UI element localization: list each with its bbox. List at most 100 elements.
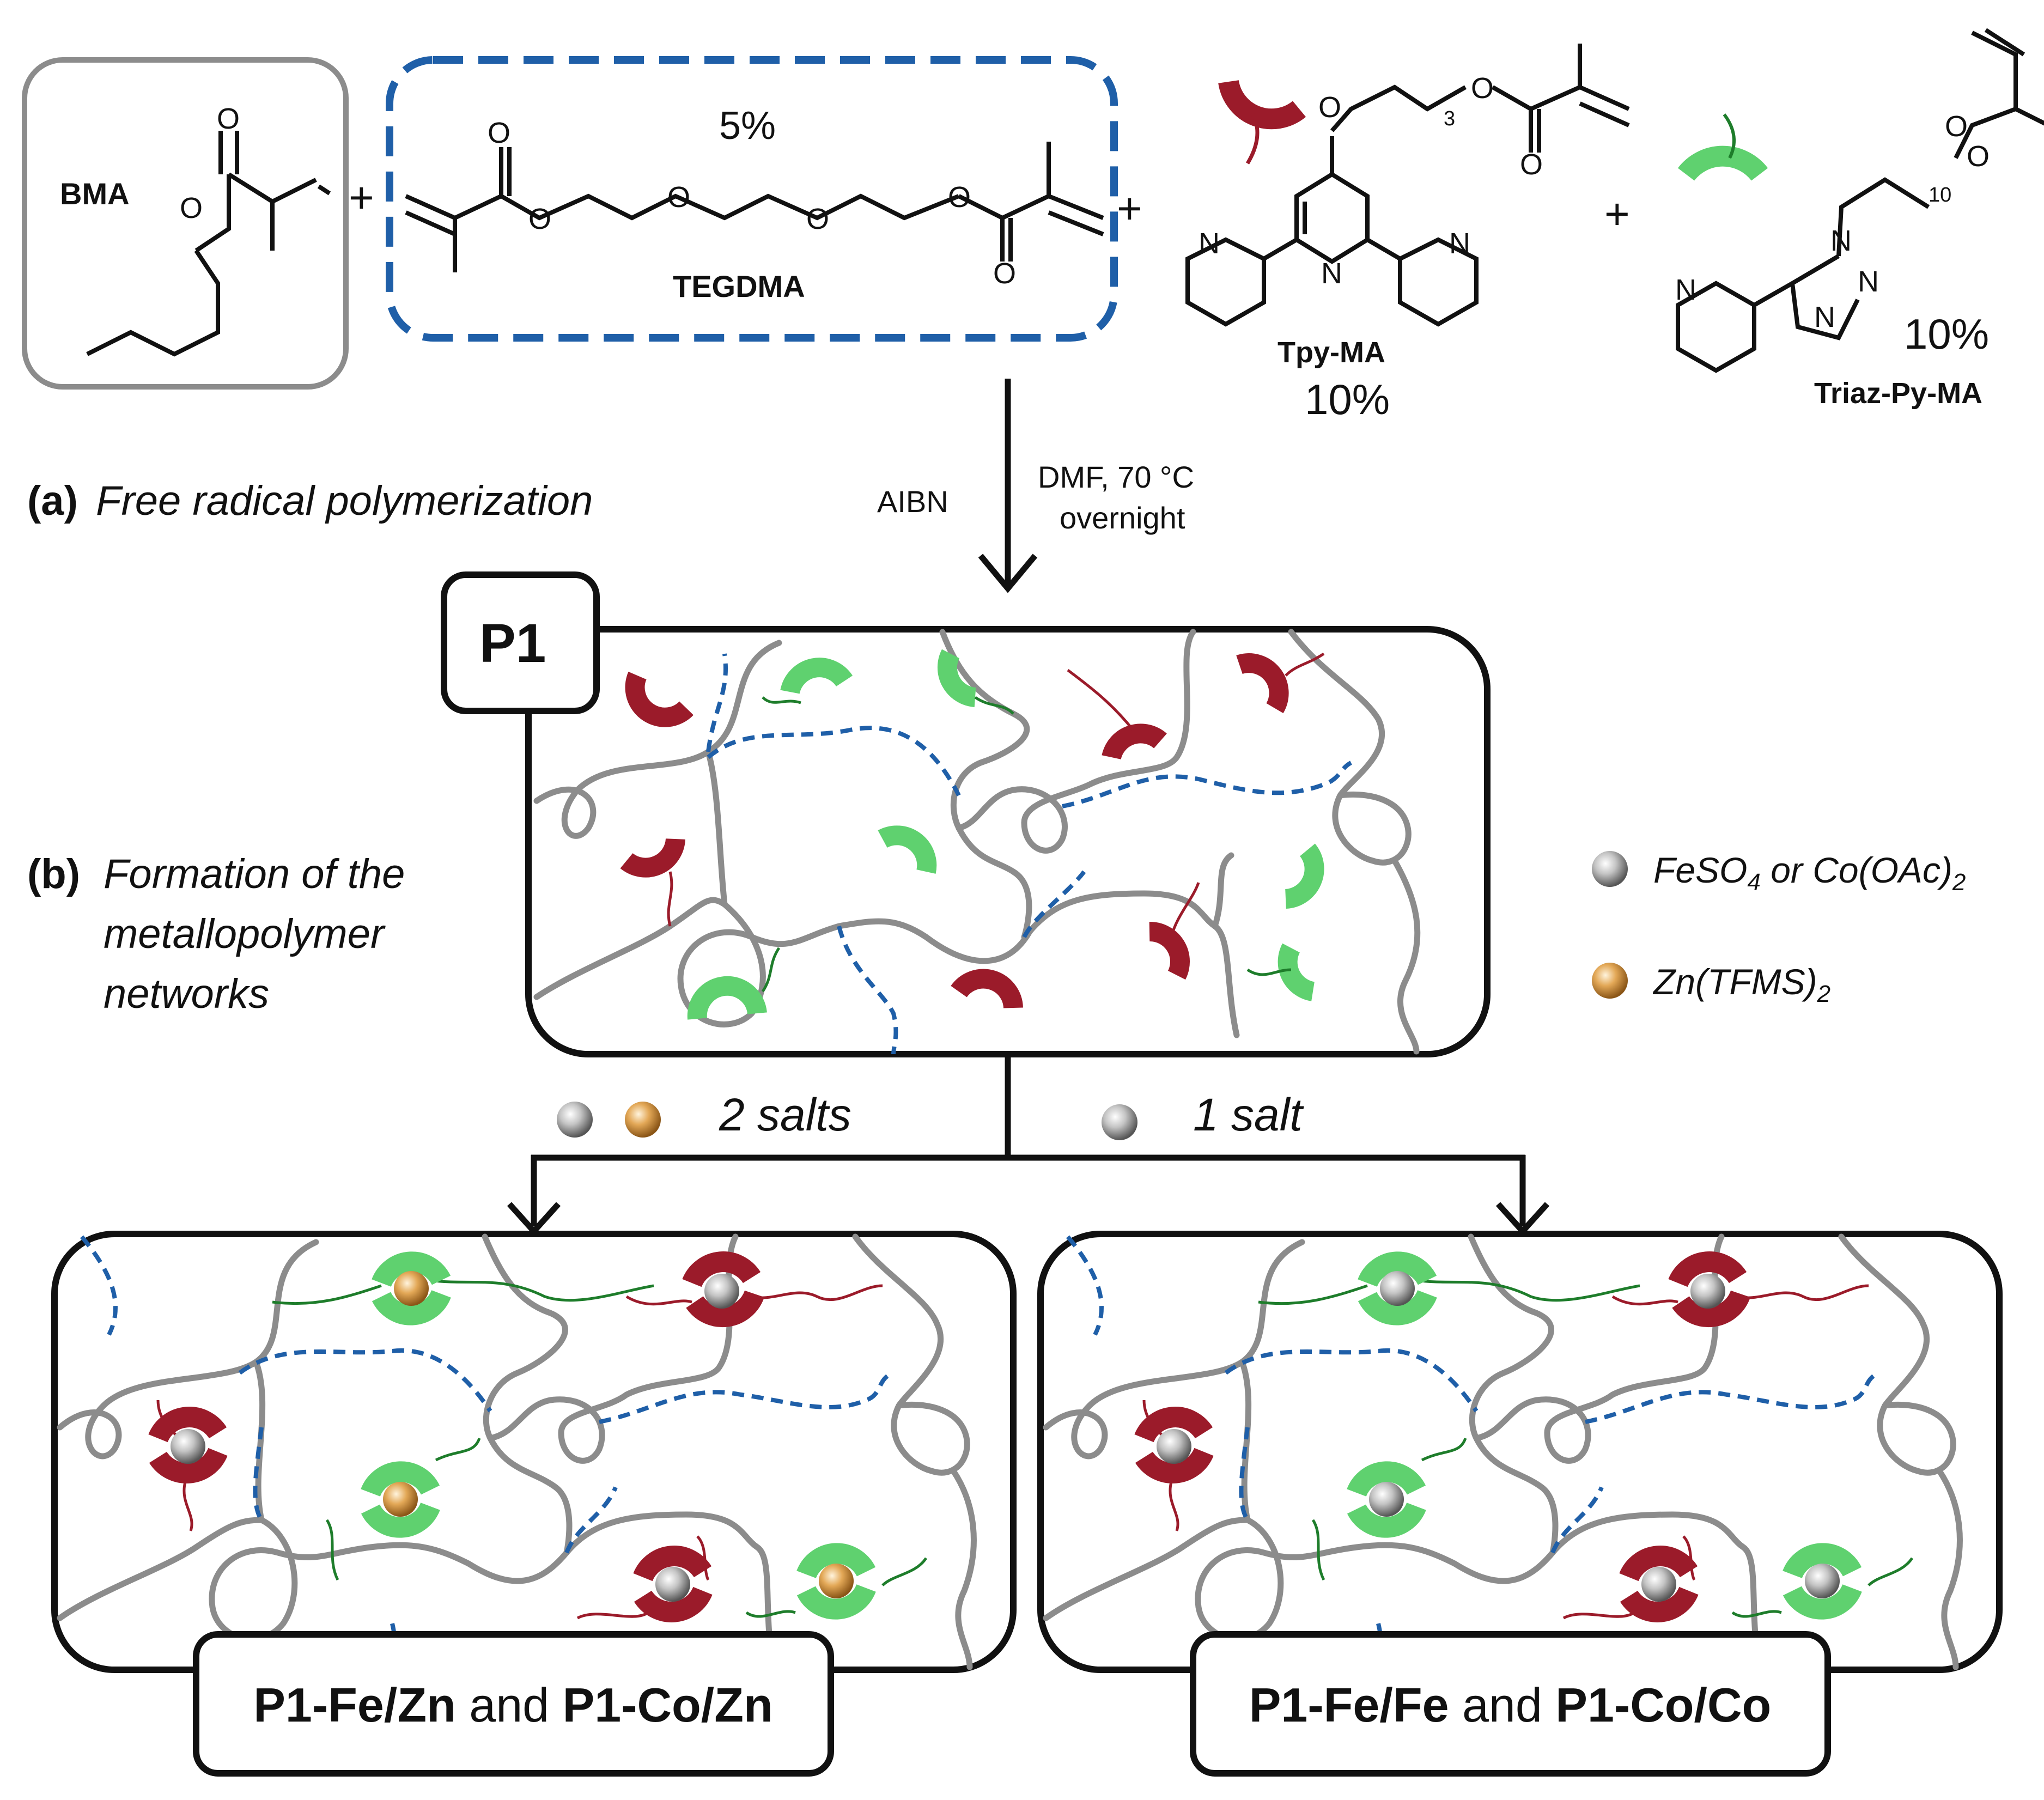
tegdma-o-5: O xyxy=(948,181,971,214)
left-complex-green-zn-2 xyxy=(361,1461,440,1538)
step-b-line-2: metallopolymer xyxy=(104,911,386,957)
tegdma-o-4: O xyxy=(806,203,829,235)
plus-2: + xyxy=(1117,184,1142,233)
legend-grey-text: FeSO4 or Co(OAc)2 xyxy=(1653,850,1966,896)
legend-grey-sphere xyxy=(1592,851,1628,887)
tegdma-o-2: O xyxy=(528,203,551,235)
right-complex-red-1 xyxy=(1668,1251,1750,1328)
triaz-ligand-icon xyxy=(1677,145,1768,181)
right-product-label: P1-Fe/Fe and P1-Co/Co xyxy=(1249,1678,1772,1732)
p1-tethers xyxy=(667,652,1325,993)
branch-one-salt-grey xyxy=(1102,1104,1137,1140)
step-b-line-3: networks xyxy=(104,971,269,1017)
bma-o-ester: O xyxy=(180,192,203,224)
bma-structure xyxy=(86,131,331,357)
step-b-letter: (b) xyxy=(27,851,80,897)
triaz-label: Triaz-Py-MA xyxy=(1814,377,1982,410)
product-network-left: P1-Fe/Zn and P1-Co/Zn xyxy=(51,1231,1017,1777)
legend-grey-sub1: 4 xyxy=(1747,869,1760,896)
step-a: (a) Free radical polymerization xyxy=(27,478,593,524)
monomer-triaz-py-ma: N N N N 10 O O 10% Triaz-Py-MA xyxy=(1675,28,2044,410)
bma-box xyxy=(22,57,349,390)
legend-grey-mid: or Co(OAc) xyxy=(1761,850,1952,890)
left-complex-red-1 xyxy=(682,1251,764,1328)
p1-crosslinks xyxy=(706,653,1353,1055)
right-complex-green-3 xyxy=(1783,1543,1862,1620)
legend: FeSO4 or Co(OAc)2 Zn(TFMS)2 xyxy=(1592,850,1966,1007)
legend-grey-main: FeSO xyxy=(1653,850,1747,890)
p1-label-box xyxy=(441,571,600,714)
bma-o-carbonyl: O xyxy=(217,102,240,135)
bma-label: BMA xyxy=(60,177,130,211)
branch-arrows xyxy=(507,1054,1550,1236)
left-complexes xyxy=(148,1251,876,1622)
tpy-o-ester: O xyxy=(1471,72,1494,105)
right-product-b: P1-Co/Co xyxy=(1555,1678,1771,1732)
right-complex-red-2 xyxy=(1134,1407,1214,1483)
left-complex-green-zn-3 xyxy=(796,1543,876,1620)
step-b-line-1: Formation of the xyxy=(104,851,405,897)
step-a-letter: (a) xyxy=(27,478,78,524)
triaz-n-2: N xyxy=(1858,265,1879,298)
tpy-o-carbonyl: O xyxy=(1520,148,1543,181)
triaz-n-py: N xyxy=(1675,273,1696,306)
step-a-text: Free radical polymerization xyxy=(96,478,593,524)
tpy-o-ether: O xyxy=(1318,91,1341,124)
monomer-tegdma: 5% O O O O O O TEGDMA xyxy=(386,56,1118,342)
branch-two-salts-orange xyxy=(625,1102,661,1138)
left-product-label-box xyxy=(193,1631,834,1777)
left-product-label: P1-Fe/Zn and P1-Co/Zn xyxy=(253,1678,773,1732)
left-complex-red-2 xyxy=(148,1407,228,1483)
plus-3: + xyxy=(1604,190,1630,238)
p1-network: P1 xyxy=(441,571,1491,1057)
legend-orange-text: Zn(TFMS)2 xyxy=(1652,962,1830,1007)
right-product-label-box xyxy=(1190,1631,1831,1777)
p1-tpy-ligands xyxy=(620,653,1289,1009)
legend-orange-sphere xyxy=(1592,963,1628,999)
triaz-n-1: N xyxy=(1830,224,1852,257)
tegdma-percent: 5% xyxy=(719,104,776,148)
branch-two-salts-label: 2 salts xyxy=(719,1089,851,1140)
left-complex-red-3 xyxy=(633,1546,713,1622)
tpy-percent: 10% xyxy=(1305,375,1390,423)
triaz-structure xyxy=(1676,28,2044,373)
right-product-a: P1-Fe/Fe xyxy=(1249,1678,1449,1732)
p1-chains xyxy=(533,629,1421,1055)
tpy-structure xyxy=(1185,44,1630,327)
tegdma-o-6: O xyxy=(993,257,1016,290)
tegdma-structure xyxy=(405,142,1104,272)
right-product-and: and xyxy=(1449,1678,1556,1732)
reaction-arrow-head xyxy=(978,554,1038,593)
tegdma-o-1: O xyxy=(488,117,510,149)
tpy-ligand-icon xyxy=(1218,80,1306,130)
left-complex-green-zn-1 xyxy=(372,1251,451,1325)
tpy-label: Tpy-MA xyxy=(1278,336,1385,369)
tegdma-o-3: O xyxy=(667,181,690,214)
monomer-tpy-ma: O 3 O O N N N Tpy-MA 10% xyxy=(1185,44,1630,423)
tegdma-box xyxy=(386,56,1118,342)
legend-orange-main: Zn(TFMS) xyxy=(1652,962,1817,1002)
right-complex-red-3 xyxy=(1619,1546,1699,1622)
legend-orange-sub: 2 xyxy=(1817,981,1830,1007)
tpy-sub3: 3 xyxy=(1444,107,1455,130)
tpy-n-right: N xyxy=(1449,227,1470,260)
left-product-and: and xyxy=(456,1678,563,1732)
triaz-o-carbonyl: O xyxy=(1967,140,1990,173)
reagent-label: AIBN xyxy=(877,484,948,519)
tpy-n-left: N xyxy=(1199,227,1220,260)
condition-line-2: overnight xyxy=(1060,501,1185,535)
p1-triaz-ligands xyxy=(687,649,1324,1020)
plus-1: + xyxy=(349,173,374,222)
triaz-o-ester: O xyxy=(1945,110,1968,143)
tegdma-label: TEGDMA xyxy=(673,269,805,303)
branch-two-salts-grey xyxy=(557,1102,593,1138)
right-complexes xyxy=(1134,1251,1862,1622)
tpy-n-center: N xyxy=(1321,257,1342,290)
right-complex-green-1 xyxy=(1358,1251,1437,1325)
triaz-sub10: 10 xyxy=(1929,184,1951,206)
right-complex-green-2 xyxy=(1347,1461,1426,1538)
product-network-right: P1-Fe/Fe and P1-Co/Co xyxy=(1037,1231,2003,1777)
monomer-bma: BMA O O xyxy=(22,57,349,390)
left-product-b: P1-Co/Zn xyxy=(563,1678,773,1732)
triaz-n-3: N xyxy=(1814,301,1835,333)
